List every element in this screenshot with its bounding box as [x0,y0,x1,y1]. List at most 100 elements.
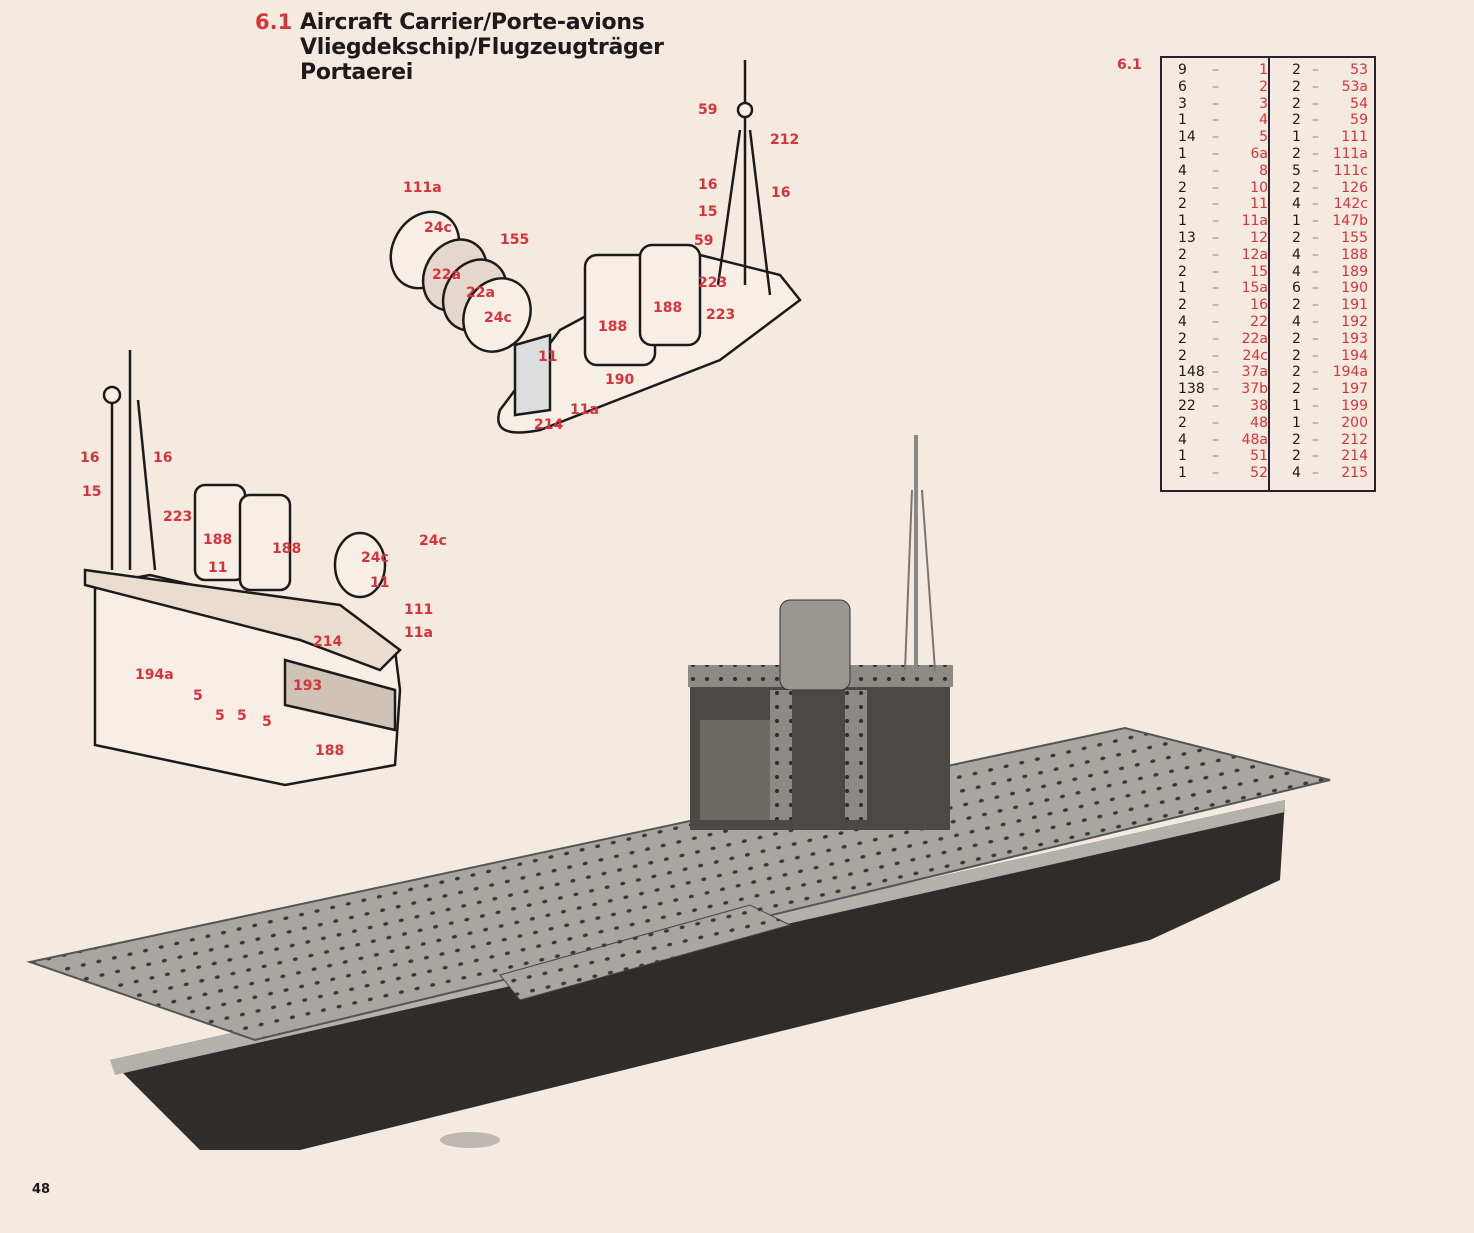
dash: – [1212,330,1219,347]
dash: – [1312,347,1319,364]
quantity: 1 [1178,145,1187,162]
dash: – [1212,297,1219,314]
dash: – [1312,78,1319,95]
parts-row: 2–16 [1162,297,1268,314]
dash: – [1312,280,1319,297]
part-number: 189 [1341,263,1368,280]
quantity: 5 [1292,162,1301,179]
parts-row: 2–197 [1270,381,1374,398]
part-number: 38 [1250,397,1268,414]
dash: – [1212,263,1219,280]
quantity: 2 [1292,229,1301,246]
parts-row: 2–15 [1162,264,1268,281]
dash: – [1212,465,1219,482]
quantity: 1 [1292,129,1301,146]
parts-row: 2–53a [1270,79,1374,96]
part-callout: 16 [153,450,173,466]
part-callout: 16 [771,185,791,201]
part-number: 48a [1241,431,1268,448]
parts-row: 2–59 [1270,112,1374,129]
quantity: 1 [1178,448,1187,465]
page-title: Aircraft Carrier/Porte-avions Vliegdeksc… [300,10,664,85]
parts-row: 3–3 [1162,96,1268,113]
parts-row: 2–191 [1270,297,1374,314]
part-callout: 22a [466,285,495,301]
part-callout: 59 [698,102,718,118]
quantity: 4 [1178,162,1187,179]
dash: – [1212,179,1219,196]
quantity: 138 [1178,381,1205,398]
quantity: 2 [1292,364,1301,381]
quantity: 4 [1292,313,1301,330]
quantity: 2 [1178,246,1187,263]
dash: – [1312,397,1319,414]
part-callout: 188 [272,541,302,557]
parts-row: 4–48a [1162,432,1268,449]
parts-row: 4–189 [1270,264,1374,281]
parts-row: 2–214 [1270,448,1374,465]
parts-row: 9–1 [1162,62,1268,79]
quantity: 2 [1292,95,1301,112]
quantity: 1 [1178,465,1187,482]
quantity: 4 [1292,196,1301,213]
dash: – [1212,381,1219,398]
part-number: 48 [1250,414,1268,431]
part-callout: 11a [404,625,433,641]
part-callout: 5 [215,708,225,724]
dash: – [1212,162,1219,179]
part-number: 197 [1341,381,1368,398]
dash: – [1212,112,1219,129]
dash: – [1312,95,1319,112]
part-callout: 24c [424,220,452,236]
dash: – [1312,414,1319,431]
quantity: 2 [1292,145,1301,162]
part-number: 111c [1333,162,1368,179]
part-number: 155 [1341,229,1368,246]
dash: – [1312,364,1319,381]
parts-row: 4–192 [1270,314,1374,331]
part-number: 1 [1259,62,1268,78]
parts-row: 1–11a [1162,213,1268,230]
part-number: 12a [1241,246,1268,263]
title-line: Vliegdekschip/Flugzeugträger [300,35,664,60]
quantity: 2 [1292,62,1301,78]
dash: – [1312,112,1319,129]
part-callout: 188 [653,300,683,316]
dash: – [1212,246,1219,263]
quantity: 3 [1178,95,1187,112]
part-number: 12 [1250,229,1268,246]
part-number: 215 [1341,465,1368,482]
title-line: Portaerei [300,60,413,85]
parts-row: 1–51 [1162,448,1268,465]
parts-row: 1–200 [1270,415,1374,432]
parts-row: 2 – 12a [1162,247,1268,264]
part-callout: 190 [605,372,635,388]
part-number: 126 [1341,179,1368,196]
dash: – [1312,313,1319,330]
dash: – [1312,162,1319,179]
part-callout: 11 [208,560,228,576]
dash: – [1212,347,1219,364]
part-number: 51 [1250,448,1268,465]
quantity: 2 [1292,297,1301,314]
part-callout: 24c [361,550,389,566]
dash: – [1212,145,1219,162]
parts-row: 2–193 [1270,331,1374,348]
parts-row: 1–6a [1162,146,1268,163]
part-callout: 111a [403,180,442,196]
part-callout: 59 [694,233,714,249]
quantity: 4 [1292,246,1301,263]
part-number: 111a [1332,145,1368,162]
part-callout: 212 [770,132,800,148]
part-number: 199 [1341,397,1368,414]
part-number: 22a [1241,330,1268,347]
dash: – [1312,62,1319,78]
part-number: 147b [1332,213,1368,230]
quantity: 148 [1178,364,1205,381]
part-number: 193 [1341,330,1368,347]
parts-row: 4–215 [1270,465,1374,482]
part-number: 2 [1259,78,1268,95]
part-callout: 5 [193,688,203,704]
